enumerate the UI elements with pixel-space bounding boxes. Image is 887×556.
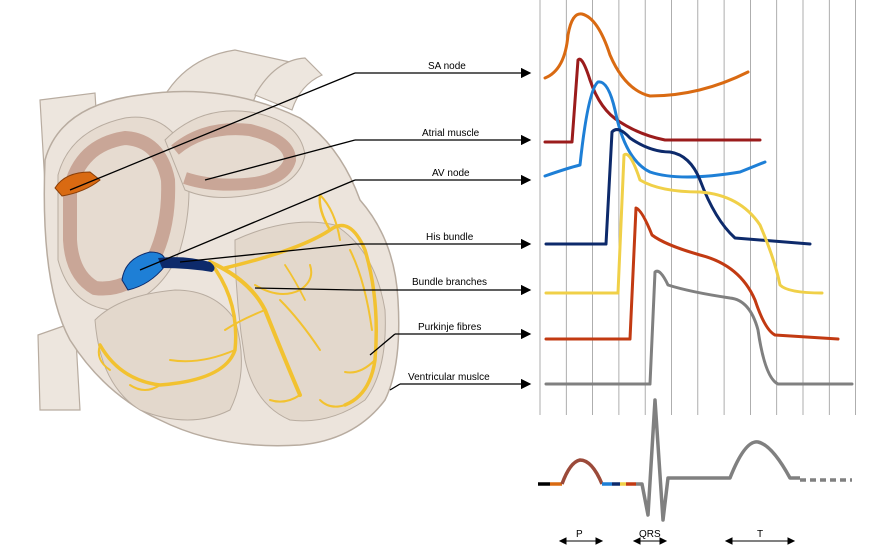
ventricular-muscle-leader xyxy=(389,383,401,391)
his-bundle-leader xyxy=(179,243,356,263)
av-node-shape xyxy=(121,251,166,291)
ecg-label-p: P xyxy=(576,529,583,540)
leader-lines xyxy=(69,67,532,391)
av-node-curve xyxy=(543,80,767,179)
sa-node-curve xyxy=(543,12,750,98)
purkinje-fibres-leader xyxy=(369,333,396,356)
conduction-fibres xyxy=(97,193,378,408)
ecg-trace xyxy=(538,398,852,522)
label-av-node: AV node xyxy=(432,168,470,179)
atrial-muscle-tissue-right xyxy=(63,130,176,296)
ecg-labels: P QRS T xyxy=(576,529,763,540)
av-node-leader xyxy=(139,179,356,271)
ecg-label-qrs: QRS xyxy=(639,529,661,540)
atrial-muscle-tissue-left xyxy=(171,123,297,191)
ecg-p-wave xyxy=(560,458,604,485)
label-sa-node: SA node xyxy=(428,61,466,72)
timing-grid xyxy=(539,0,856,415)
sa-node-shape xyxy=(54,171,101,197)
bundle-branches-leader xyxy=(254,287,356,291)
his-bundle-shape xyxy=(158,257,215,272)
inferior-vena-cava xyxy=(37,321,81,411)
ecg-interval-markers xyxy=(558,537,796,545)
label-his-bundle: His bundle xyxy=(426,232,474,243)
atrial-muscle-leader xyxy=(204,139,356,181)
label-ventricular-muscle: Ventricular muslce xyxy=(408,372,490,383)
ecg-label-t: T xyxy=(757,529,763,540)
sa-node-leader xyxy=(69,72,356,191)
label-bundle-branches: Bundle branches xyxy=(412,277,487,288)
action-potential-curves xyxy=(543,12,854,386)
pulmonary-vessel xyxy=(254,57,324,111)
his-bundle-curve xyxy=(544,128,812,246)
ventricular-muscle-curve xyxy=(544,269,854,386)
bundle-branches-curve xyxy=(544,152,824,295)
ecg-qrs-complex xyxy=(636,398,800,522)
label-purkinje-fibres: Purkinje fibres xyxy=(418,322,481,333)
label-atrial-muscle: Atrial muscle xyxy=(422,128,480,139)
purkinje-fibres-curve xyxy=(544,206,840,341)
heart-illustration xyxy=(37,49,400,447)
left-ventricle xyxy=(234,221,386,422)
structure-labels: SA node Atrial muscle AV node His bundle… xyxy=(408,61,490,383)
atrial-muscle-curve xyxy=(543,57,762,144)
right-ventricle xyxy=(94,289,242,421)
